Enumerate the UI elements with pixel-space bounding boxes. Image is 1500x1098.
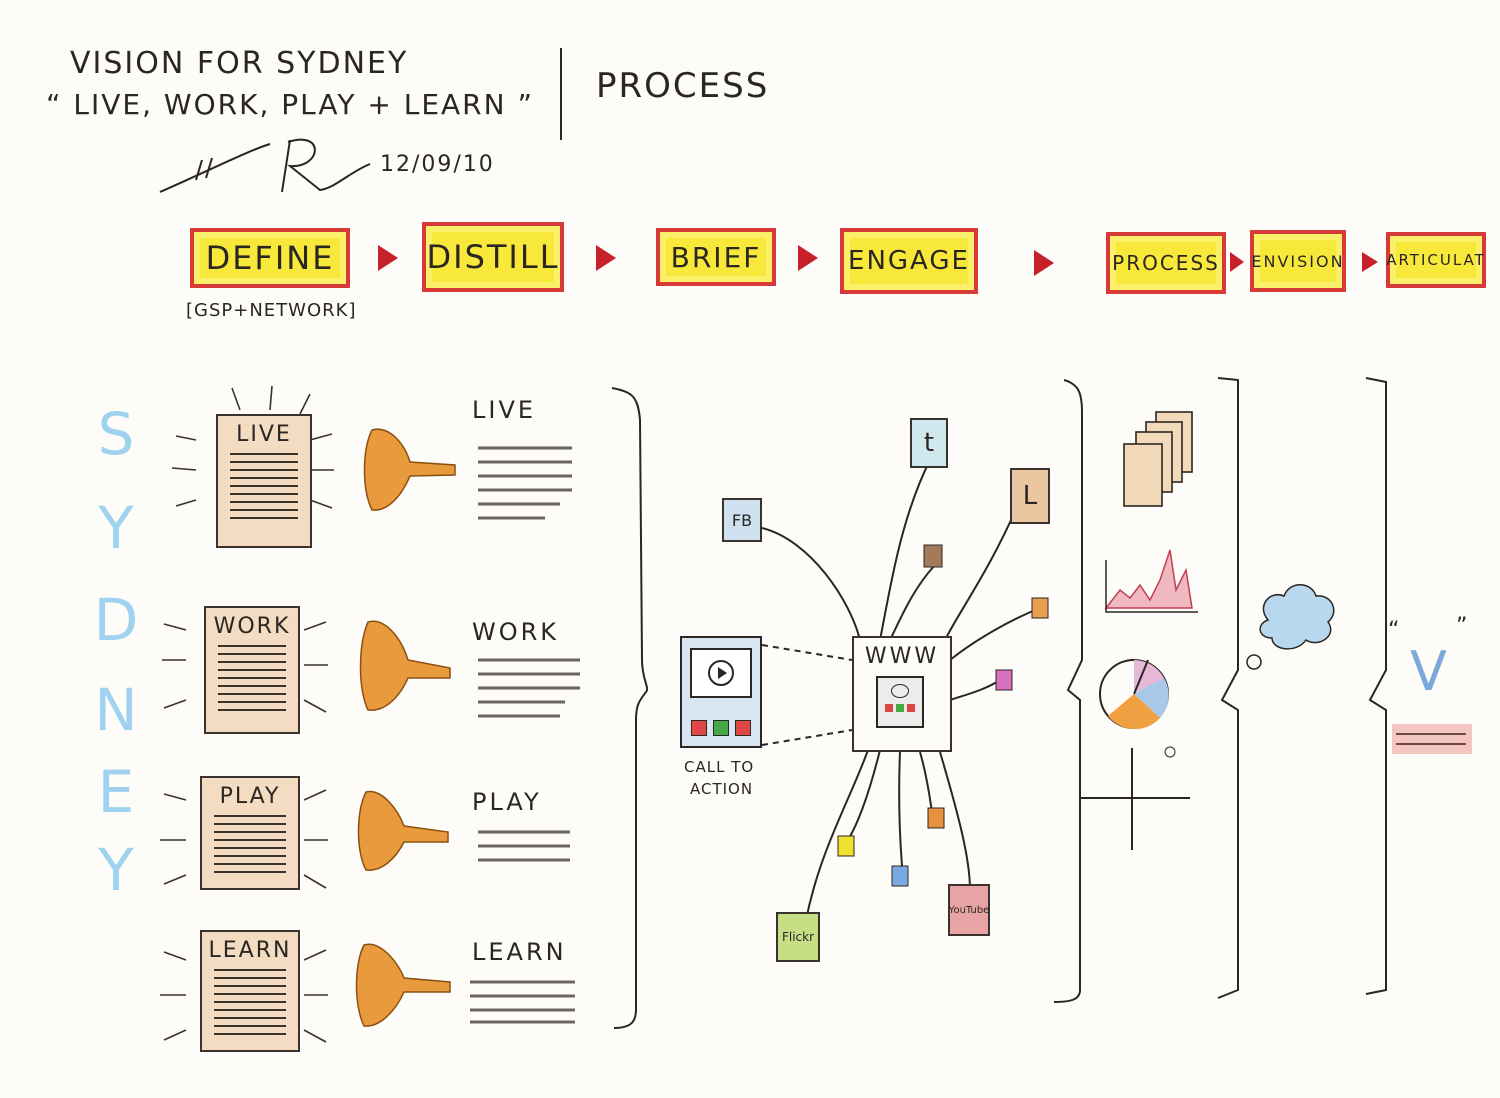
arrow-icon — [798, 245, 818, 271]
channel-label: t — [923, 428, 935, 458]
vision-mark: V — [1410, 640, 1447, 703]
channel-label: FB — [731, 510, 753, 530]
stage-label: DISTILL — [426, 238, 560, 276]
document-learn: LEARN — [200, 930, 300, 1052]
doc-title: WORK — [213, 614, 291, 639]
stage-label: ARTICULAT — [1386, 251, 1486, 269]
distilled-label: LIVE — [472, 396, 537, 424]
sydney-letter: N — [94, 676, 138, 744]
call-to-action-card — [680, 636, 762, 748]
distilled-label: WORK — [472, 618, 560, 646]
cta-label-2: ACTION — [690, 780, 754, 798]
youtube-node: YouTube — [948, 884, 990, 936]
sydney-letter: Y — [98, 836, 134, 904]
define-note: [GSP+NETWORK] — [186, 300, 357, 321]
arrow-icon — [596, 245, 616, 271]
www-label: WWW — [864, 644, 940, 669]
web-page-icon — [876, 676, 924, 728]
close-quote: ” — [1456, 614, 1468, 639]
title-line-1: VISION FOR SYDNEY — [70, 46, 409, 81]
sydney-letter: D — [93, 586, 139, 654]
doc-title: PLAY — [219, 784, 281, 809]
arrow-icon — [1362, 252, 1378, 272]
distilled-label: PLAY — [472, 788, 542, 816]
document-work: WORK — [204, 606, 300, 734]
sydney-letter: E — [97, 758, 135, 826]
document-live: LIVE — [216, 414, 312, 548]
twitter-node: t — [910, 418, 948, 468]
channel-label: YouTube — [948, 904, 990, 916]
doc-title: LIVE — [236, 422, 292, 447]
distilled-label: LEARN — [472, 938, 567, 966]
facebook-node: FB — [722, 498, 762, 542]
stage-brief: BRIEF — [656, 228, 776, 286]
arrow-icon — [1230, 252, 1244, 272]
idea-cloud-icon — [1246, 584, 1335, 670]
stage-label: ENVISION — [1251, 251, 1345, 271]
stage-label: PROCESS — [1112, 251, 1220, 275]
stage-envision: ENVISION — [1250, 230, 1346, 292]
video-player-icon — [690, 648, 752, 698]
document-play: PLAY — [200, 776, 300, 890]
stage-define: DEFINE — [190, 228, 350, 288]
signature — [159, 138, 371, 193]
header-divider — [560, 48, 562, 140]
arrow-icon — [1034, 250, 1054, 276]
open-quote: “ — [1388, 618, 1400, 643]
stage-process: PROCESS — [1106, 232, 1226, 294]
stage-label: DEFINE — [205, 239, 335, 277]
sydney-letter: Y — [98, 494, 134, 562]
title-line-2: “ LIVE, WORK, PLAY + LEARN ” — [46, 88, 534, 121]
funnel-icon — [355, 428, 456, 1027]
sydney-letter: S — [97, 400, 135, 468]
stage-distill: DISTILL — [422, 222, 564, 292]
stage-engage: ENGAGE — [840, 228, 978, 294]
doc-title: LEARN — [208, 938, 292, 963]
arrow-icon — [378, 245, 398, 271]
section-title: PROCESS — [596, 66, 770, 106]
flickr-node: Flickr — [776, 912, 820, 962]
stage-label: ENGAGE — [848, 246, 970, 276]
cta-label-1: CALL TO — [684, 758, 755, 776]
pie-chart-icon — [1099, 659, 1169, 730]
stage-label: BRIEF — [670, 240, 762, 274]
stage-articulate: ARTICULAT — [1386, 232, 1486, 288]
date: 12/09/10 — [380, 152, 495, 177]
linkedin-node: L — [1010, 468, 1050, 524]
channel-label: L — [1022, 481, 1038, 511]
channel-label: Flickr — [781, 930, 815, 944]
